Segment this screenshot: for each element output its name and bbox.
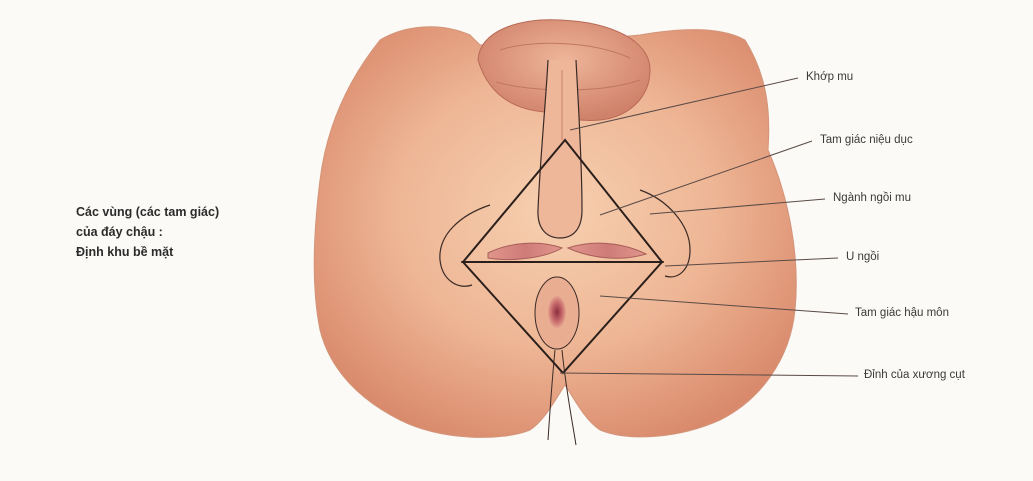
figure-caption: Các vùng (các tam giác) của đáy chậu : Đ…	[76, 202, 219, 262]
label-coccyx-tip: Đỉnh của xương cụt	[864, 369, 965, 381]
label-urogenital-triangle: Tam giác niệu dục	[820, 134, 913, 146]
label-ischial-tuberosity: U ngồi	[846, 251, 879, 263]
label-anal-triangle: Tam giác hậu môn	[855, 307, 949, 319]
label-ischiopubic-ramus: Ngành ngồi mu	[833, 192, 911, 204]
caption-line-3: Định khu bề mặt	[76, 242, 219, 262]
label-pubic-symphysis: Khớp mu	[806, 71, 853, 83]
caption-line-2: của đáy chậu :	[76, 222, 219, 242]
anus	[548, 296, 566, 328]
caption-line-1: Các vùng (các tam giác)	[76, 202, 219, 222]
